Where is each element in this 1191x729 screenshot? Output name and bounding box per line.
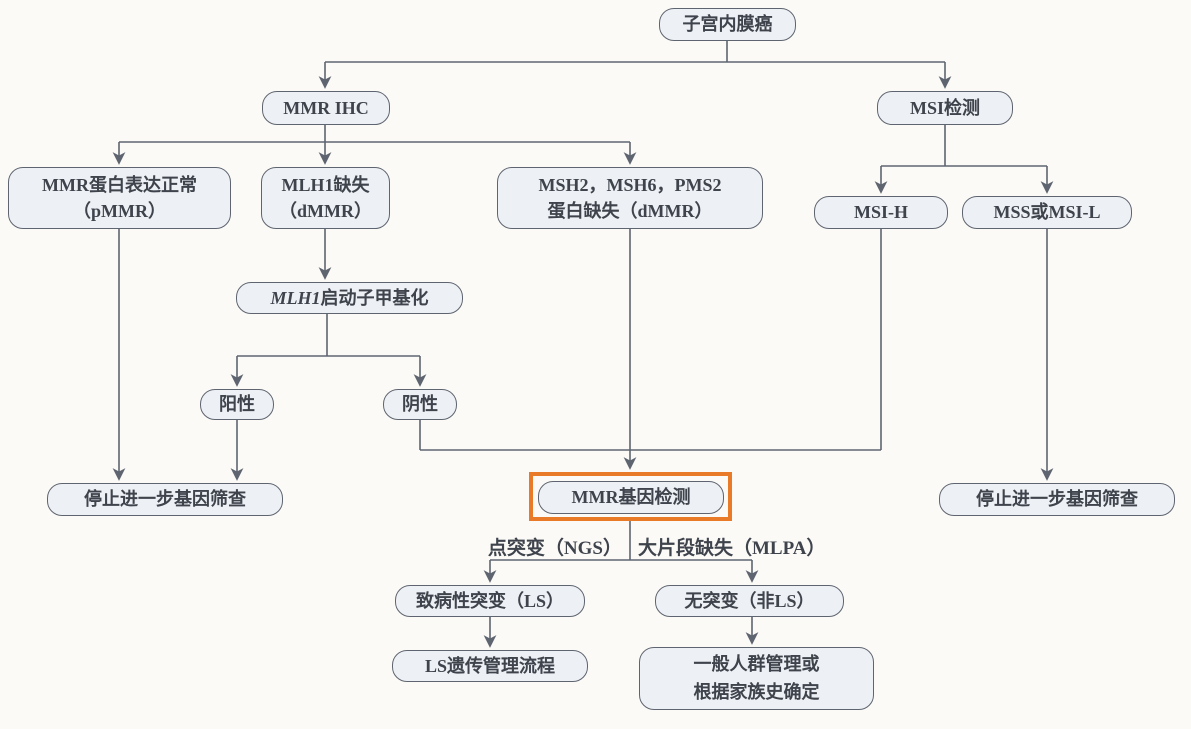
node-ls-genetic-management: LS遗传管理流程 (392, 650, 588, 682)
node-pathogenic-mutation-ls: 致病性突变（LS） (395, 585, 585, 617)
node-mss-or-msi-l: MSS或MSI-L (962, 196, 1132, 229)
edge-label-large-deletion-mlpa: 大片段缺失（MLPA） (638, 538, 826, 559)
node-mmr-protein-normal-pmmr: MMR蛋白表达正常 （pMMR） (8, 167, 231, 229)
node-msi-test: MSI检测 (877, 91, 1013, 125)
node-stop-further-screening-right: 停止进一步基因筛查 (939, 483, 1175, 516)
node-no-mutation-non-ls: 无突变（非LS） (655, 585, 844, 617)
node-methylation-positive: 阳性 (200, 389, 274, 420)
node-stop-further-screening-left: 停止进一步基因筛查 (47, 483, 283, 516)
node-general-population-management: 一般人群管理或 根据家族史确定 (639, 647, 874, 710)
highlight-box-orange (529, 472, 732, 521)
node-methylation-negative: 阴性 (383, 389, 457, 420)
node-msh2-msh6-pms2-loss-dmmr: MSH2，MSH6，PMS2 蛋白缺失（dMMR） (497, 167, 763, 229)
node-mmr-ihc: MMR IHC (262, 91, 390, 125)
node-mlh1-loss-dmmr: MLH1缺失 （dMMR） (261, 167, 390, 229)
methylation-text: 启动子甲基化 (320, 287, 429, 308)
node-endometrial-cancer: 子宫内膜癌 (659, 8, 796, 41)
edge-label-point-mutation-ngs: 点突变（NGS） (487, 538, 622, 559)
mlh1-gene-symbol: MLH1 (270, 287, 321, 308)
node-msi-h: MSI-H (814, 196, 948, 229)
node-mmr-gene-test: MMR基因检测 (538, 481, 724, 514)
